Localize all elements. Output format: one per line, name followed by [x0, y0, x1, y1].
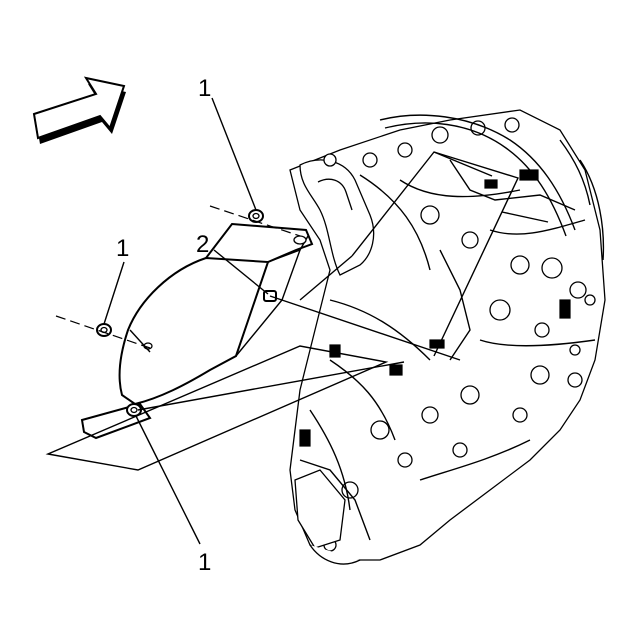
callout-1-left: 1 [116, 235, 129, 262]
engine-block [289, 109, 606, 565]
reference-frame-lines [299, 151, 549, 357]
callout-leaders [103, 97, 269, 545]
callout-2: 2 [196, 231, 209, 258]
callout-1-lower: 1 [198, 549, 211, 576]
installation-axes [45, 205, 461, 471]
callout-1-upper: 1 [198, 75, 211, 102]
front-direction-arrow-icon [32, 76, 126, 144]
fastener-left [96, 323, 112, 337]
fastener-upper [248, 209, 264, 223]
